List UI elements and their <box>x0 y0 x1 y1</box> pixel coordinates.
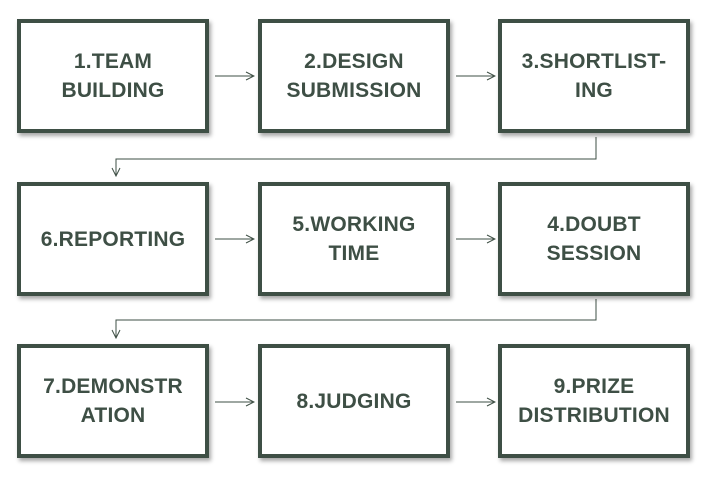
step-label: 3.SHORTLIST- ING <box>521 50 667 102</box>
step-judging: 8.JUDGING <box>258 344 450 458</box>
step-doubt-session: 4.DOUBT SESSION <box>498 182 690 296</box>
step-shortlisting: 3.SHORTLIST- ING <box>498 19 690 133</box>
edge-s4-s7 <box>116 299 597 338</box>
step-demonstration: 7.DEMONSTR ATION <box>17 344 209 458</box>
step-label: 4.DOUBT SESSION <box>546 213 642 265</box>
step-label: 1.TEAM BUILDING <box>61 50 165 102</box>
step-label: 6.REPORTING <box>40 227 186 251</box>
step-working-time: 5.WORKING TIME <box>258 182 450 296</box>
step-label: 7.DEMONSTR ATION <box>43 375 183 427</box>
edge-s3-s6 <box>116 137 597 176</box>
step-design-submission: 2.DESIGN SUBMISSION <box>258 19 450 133</box>
step-label: 5.WORKING TIME <box>292 213 416 265</box>
step-team-building: 1.TEAM BUILDING <box>17 19 209 133</box>
step-label: 9.PRIZE DISTRIBUTION <box>518 375 670 427</box>
step-label: 2.DESIGN SUBMISSION <box>286 50 422 102</box>
step-label: 8.JUDGING <box>296 389 412 413</box>
step-reporting: 6.REPORTING <box>17 182 209 296</box>
step-prize-distribution: 9.PRIZE DISTRIBUTION <box>498 344 690 458</box>
